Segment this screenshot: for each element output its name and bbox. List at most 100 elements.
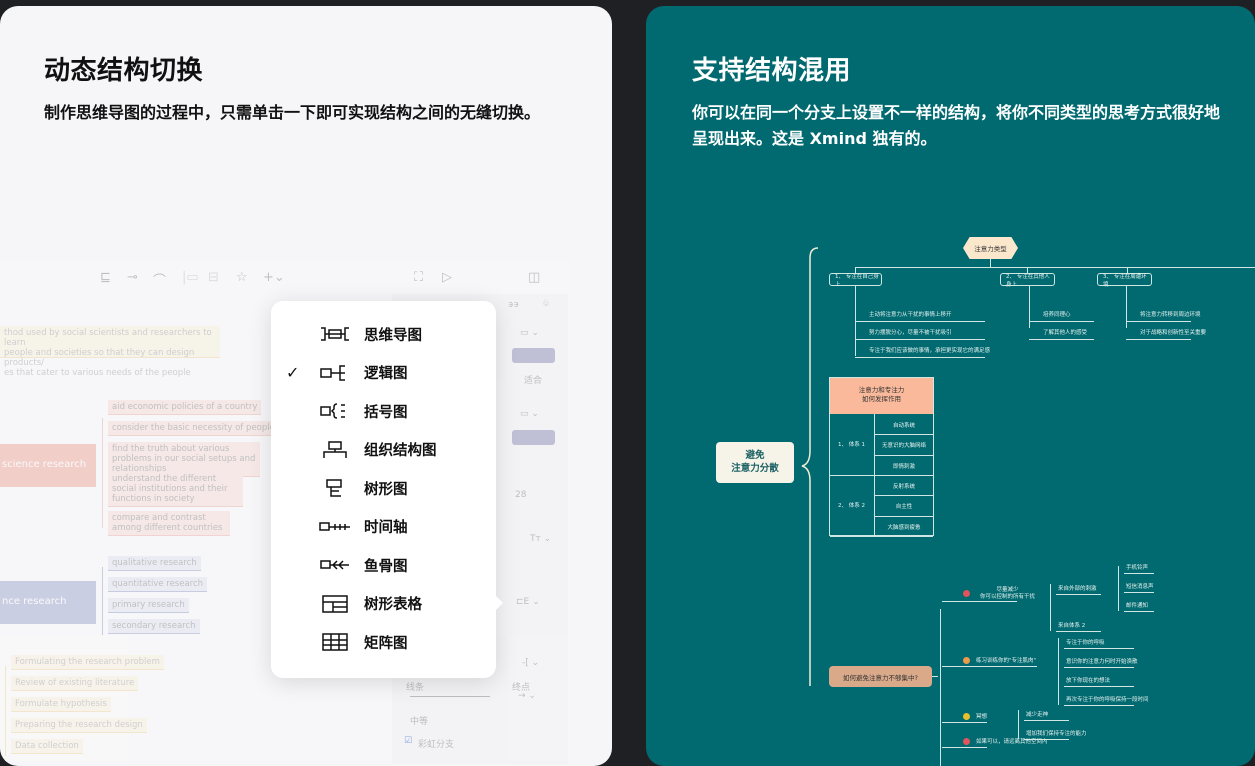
rainbow-checkbox[interactable]: ☑ (404, 736, 413, 746)
table-row-label[interactable]: 2、 体系 2 (838, 503, 865, 509)
subtopic[interactable]: 努力摆脱分心，尽量不被干扰吸引 (869, 330, 952, 336)
font-size-select[interactable]: 28 (515, 490, 527, 500)
menu-item-brace-map[interactable]: 括号图 (271, 392, 496, 430)
shape-select[interactable]: ▭ ⌄ (520, 328, 539, 338)
relationship-icon[interactable]: ⌒ (153, 274, 167, 289)
topic-science-research[interactable]: science research (0, 444, 96, 487)
note-topic[interactable]: thod used by social scientists and resea… (0, 326, 220, 378)
subtopic[interactable]: 了解其他人的感受 (1043, 330, 1088, 336)
subtopic[interactable]: 主动将注意力从干扰的事情上移开 (869, 312, 952, 318)
subtopic[interactable]: Preparing the research design (11, 718, 147, 733)
subtopic[interactable]: 增加我们保持专注的能力 (1026, 731, 1087, 737)
org-chart-icon (319, 440, 351, 460)
subtopic[interactable]: 来自外部的刺激 (1058, 586, 1097, 592)
subtopic[interactable]: consider the basic necessity of people (108, 421, 279, 436)
underline (1126, 321, 1191, 322)
border-color-swatch[interactable] (512, 430, 555, 445)
branch-topic[interactable]: 如果可以，请远离其他空间内 (976, 739, 1048, 745)
menu-item-tree-chart[interactable]: 树形图 (271, 469, 496, 507)
menu-item-logic-chart[interactable]: ✓逻辑图 (271, 354, 496, 392)
menu-item-label: 鱼骨图 (364, 558, 408, 575)
subtopic[interactable]: aid economic policies of a country (108, 400, 262, 415)
type-branch[interactable]: 1、 专注在自己身上 (829, 273, 882, 288)
branch-icon[interactable]: ϶϶ (508, 300, 520, 310)
branch-line (1126, 286, 1127, 328)
fishbone-icon (319, 555, 351, 575)
arrow-select[interactable]: → ⌄ (518, 691, 536, 701)
underline (855, 357, 985, 358)
subtopic[interactable]: 对于战略和创新性至关重要 (1140, 330, 1207, 336)
mind-map-icon (319, 324, 351, 344)
table-cell[interactable]: 无意识的大脑网络 (881, 443, 926, 450)
subtopic[interactable]: secondary research (108, 619, 200, 634)
menu-item-label: 思维导图 (364, 327, 422, 344)
table-cell[interactable]: 反射系统 (892, 484, 915, 490)
fit-button[interactable]: 适合 (524, 376, 543, 386)
subtopic[interactable]: Review of existing literature (11, 676, 139, 691)
table-cell[interactable]: 自动系统 (892, 423, 915, 429)
subtopic[interactable]: 将注意力转移到周边环境 (1140, 312, 1201, 318)
subtopic[interactable]: understand the different social institut… (108, 472, 243, 507)
menu-item-timeline[interactable]: 时间轴 (271, 508, 496, 546)
menu-item-tree-table[interactable]: 树形表格 (271, 585, 496, 623)
table-cell[interactable]: 即情刺激 (892, 463, 915, 470)
topic-research-types[interactable]: nce research (0, 581, 96, 624)
border-shape-select[interactable]: ▭ ⌄ (520, 409, 539, 419)
subtopic[interactable]: compare and contrast among different cou… (108, 511, 230, 536)
fill-color-swatch[interactable] (512, 348, 555, 363)
root-topic[interactable]: 避免 注意力分散 (716, 442, 794, 483)
weight-select[interactable]: 中等 (410, 717, 429, 727)
subtopic[interactable]: 放下你现在的想法 (1066, 678, 1111, 684)
subtopic[interactable]: 手机铃声 (1126, 565, 1149, 571)
subtopic[interactable]: 意识你的注意力何时开始涣散 (1066, 659, 1138, 665)
subtopic[interactable]: 来自体系 2 (1058, 623, 1086, 629)
bottom-topic[interactable]: 如何避免注意力不够集中? (829, 666, 932, 687)
subtopic[interactable]: quantitative research (108, 577, 208, 592)
underline (1124, 611, 1154, 612)
table-header[interactable]: 注意力和专注力 如何发挥作用 (830, 378, 933, 414)
type-branch[interactable]: 3、 专注在周遭环境 (1097, 273, 1152, 288)
panel-icon[interactable]: ◫ (528, 270, 541, 285)
subtopic[interactable]: 再次专注于你的呼吸保持一段时间 (1066, 697, 1149, 703)
table-row-label[interactable]: 1、 体系 1 (838, 442, 865, 448)
marker-icon[interactable]: ☆ (236, 270, 248, 285)
structure-select[interactable]: ⊏E ⌄ (516, 597, 540, 607)
topic-icon[interactable]: ⊑ (100, 270, 111, 285)
subtopic[interactable]: Formulate hypothesis (11, 697, 111, 712)
summary-icon[interactable]: ⊟ (208, 270, 219, 285)
menu-item-fishbone[interactable]: 鱼骨图 (271, 546, 496, 584)
branch-topic[interactable]: 尽量减少 你可以控制的所有干扰 (980, 587, 1036, 600)
fullscreen-icon[interactable]: ⛶ (414, 270, 424, 285)
subtopic[interactable]: 培养同理心 (1043, 312, 1071, 318)
subtopic-icon[interactable]: ⊸ (127, 270, 138, 285)
subtopic[interactable]: Formulating the research problem (11, 655, 164, 670)
boundary-icon[interactable]: |▭ (182, 270, 199, 285)
subtopic[interactable]: 专注于你的呼吸 (1066, 640, 1105, 646)
subtopic[interactable]: 邮件通知 (1126, 603, 1149, 609)
subtopic[interactable]: Data collection (11, 739, 83, 754)
line-end-select[interactable]: -[ ⌄ (522, 658, 540, 668)
subtopic[interactable]: 减少走神 (1026, 712, 1049, 718)
play-icon[interactable]: ▷ (442, 270, 452, 285)
table-cell[interactable]: 大脑感到疲惫 (887, 524, 921, 531)
types-topic[interactable]: 注意力类型 (963, 237, 1018, 259)
branch-topic[interactable]: 冥想 (976, 714, 988, 720)
divider (874, 495, 933, 497)
insert-icon[interactable]: +⌄ (263, 270, 285, 285)
line-style-select[interactable] (410, 696, 490, 697)
menu-item-matrix[interactable]: 矩阵图 (271, 623, 496, 661)
subtopic[interactable]: qualitative research (108, 556, 201, 571)
subtopic[interactable]: primary research (108, 598, 189, 613)
table-cell[interactable]: 自主性 (895, 504, 913, 511)
style-icon[interactable]: ♧ (542, 299, 551, 309)
menu-item-mind-map[interactable]: 思维导图 (271, 315, 496, 353)
divider (830, 475, 933, 476)
subtopic[interactable]: find the truth about various problems in… (108, 442, 260, 477)
text-case-select[interactable]: Tт ⌄ (530, 534, 552, 544)
branch-topic[interactable]: 练习训练你的"专注肌肉" (976, 658, 1037, 664)
type-branch[interactable]: 2、 专注在其他人身上 (1000, 273, 1055, 288)
check-icon: ✓ (286, 363, 300, 382)
subtopic[interactable]: 专注于我们应该做的事情，承担更实现它的满足感 (869, 348, 991, 354)
subtopic[interactable]: 短信消息声 (1126, 584, 1154, 590)
menu-item-org-chart[interactable]: 组织结构图 (271, 431, 496, 469)
